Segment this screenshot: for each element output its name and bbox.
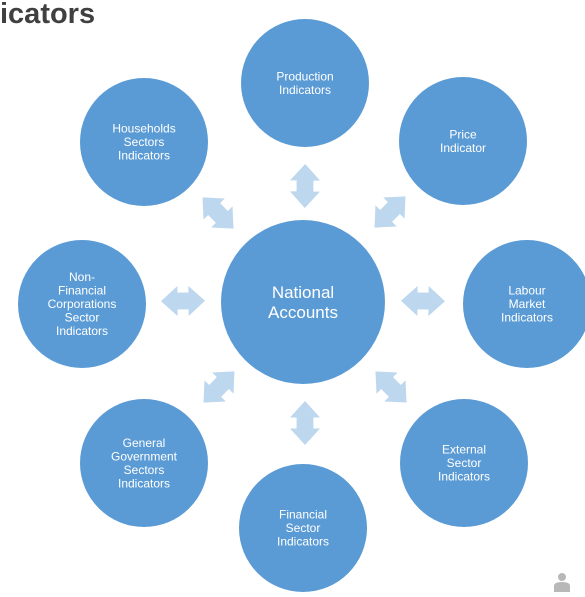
node-label: Government [111, 449, 178, 463]
node-circle [80, 78, 208, 206]
node-label: Indicators [279, 83, 331, 97]
node-circle [463, 240, 585, 368]
node-label: Indicator [440, 141, 486, 155]
node-circle [399, 77, 527, 205]
node-label: Price [449, 127, 477, 141]
node-label: Indicators [56, 324, 108, 338]
center-circle [221, 220, 385, 384]
node-label: General [123, 436, 166, 450]
node-label: Sector [286, 521, 321, 535]
node-label: Production [276, 70, 333, 84]
indicator-nodes: ProductionIndicatorsPriceIndicatorLabour… [18, 19, 585, 592]
node-label: Sectors [124, 135, 165, 149]
double-headed-arrow-icon [374, 196, 406, 228]
node-label: Sector [447, 456, 482, 470]
node-label: Labour [508, 284, 545, 298]
double-headed-arrow-icon [203, 371, 235, 403]
node-label: Financial [58, 284, 106, 298]
node-circle [80, 399, 208, 527]
node-label: External [442, 443, 486, 457]
connector-arrows [161, 164, 445, 445]
node-label: Non- [69, 270, 95, 284]
node-circle [241, 19, 369, 147]
node-circle [400, 399, 528, 527]
page-title: icators [0, 0, 96, 30]
node-circle [239, 464, 367, 592]
double-headed-arrow-icon [202, 197, 234, 229]
double-headed-arrow-icon [401, 285, 445, 317]
node-label: Corporations [48, 297, 117, 311]
node-label: Financial [279, 508, 327, 522]
node-label: Indicators [501, 311, 553, 325]
double-headed-arrow-icon [289, 164, 321, 208]
node-label: Indicators [118, 149, 170, 163]
node-non-financial-corporations[interactable]: Non-FinancialCorporationsSectorIndicator… [18, 240, 146, 368]
double-headed-arrow-icon [161, 285, 205, 317]
node-label: Sector [65, 311, 100, 325]
center-label: Accounts [268, 303, 338, 322]
node-label: Indicators [118, 476, 170, 490]
center-label: National [272, 283, 334, 302]
node-label: Indicators [277, 535, 329, 549]
double-headed-arrow-icon [375, 371, 407, 403]
double-headed-arrow-icon [290, 401, 320, 445]
node-label: Households [112, 122, 175, 136]
node-label: Indicators [438, 470, 490, 484]
node-label: Sectors [124, 463, 165, 477]
user-icon [553, 572, 571, 592]
node-label: Market [509, 297, 546, 311]
node-circle [18, 240, 146, 368]
